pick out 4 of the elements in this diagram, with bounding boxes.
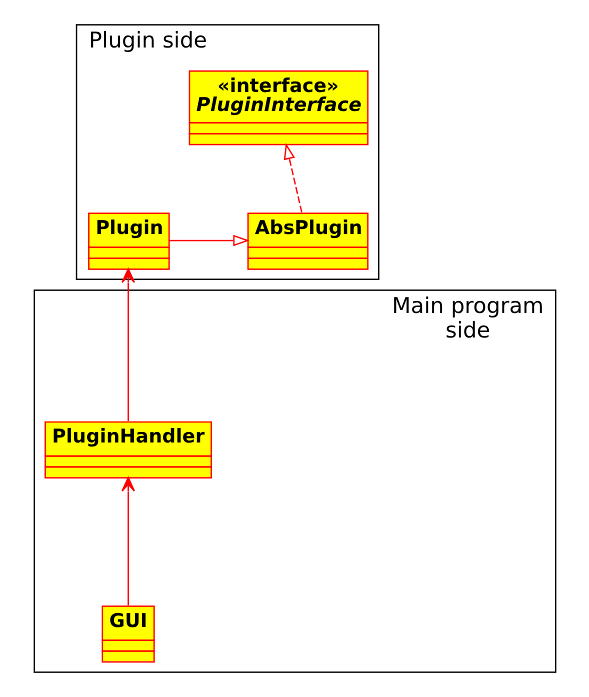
arrow <box>120 476 135 606</box>
arrow <box>168 234 250 246</box>
arrow <box>283 142 302 212</box>
arrow <box>120 268 135 421</box>
